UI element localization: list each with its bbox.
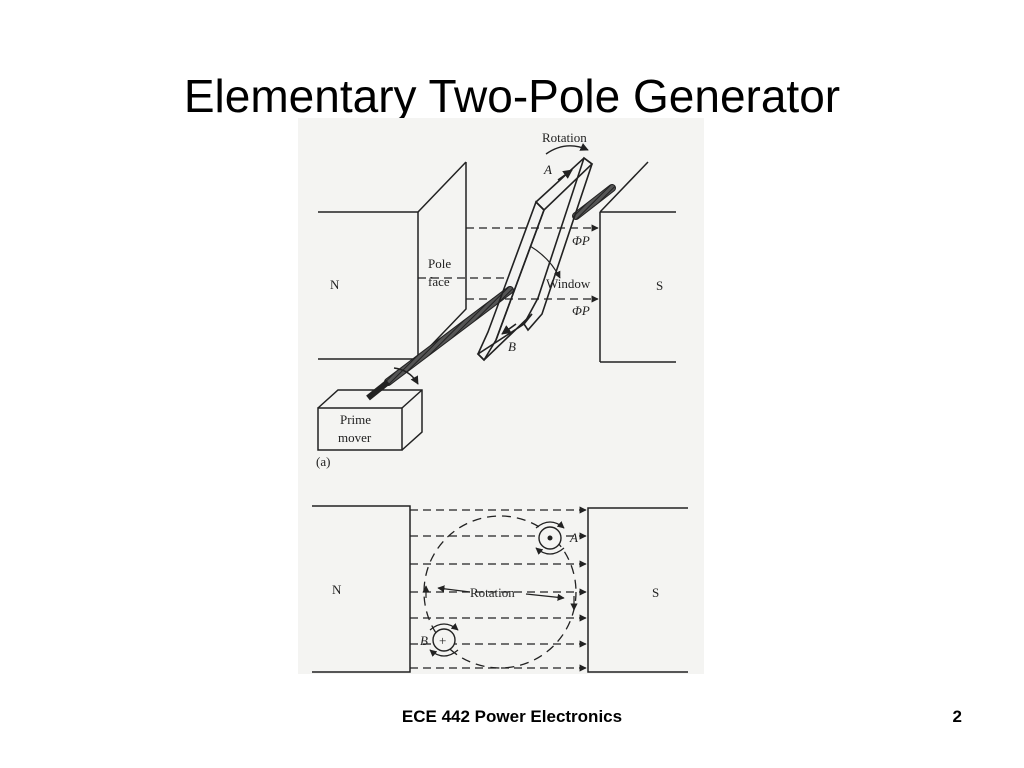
label-s-a: S <box>656 278 663 293</box>
label-prime-mover-1: Prime <box>340 412 371 427</box>
footer-course: ECE 442 Power Electronics <box>401 707 623 726</box>
generator-diagram: Rotation A ΦP Pole face Window N S ΦP B … <box>312 130 688 673</box>
window-arrow <box>529 245 561 279</box>
page-number: 2 <box>952 707 962 726</box>
rotation-circle <box>423 515 577 669</box>
rotation-arrow-shaft <box>393 367 419 385</box>
north-pole-block <box>318 161 467 360</box>
rotation-arrow-left <box>437 585 471 593</box>
conductor-a <box>535 521 565 555</box>
generator-figure: Rotation A ΦP Pole face Window N S ΦP B … <box>298 118 704 674</box>
label-rotation-b: Rotation <box>470 585 515 600</box>
label-prime-mover-2: mover <box>338 430 372 445</box>
label-window: Window <box>546 276 591 291</box>
symbol-plus: + <box>439 633 446 648</box>
label-n-a: N <box>330 277 340 292</box>
label-flux-top: ΦP <box>572 233 590 248</box>
label-flux-bottom: ΦP <box>572 303 590 318</box>
label-s-b: S <box>652 585 659 600</box>
label-pole-face-2: face <box>428 274 450 289</box>
rotation-arrow-top <box>545 143 589 155</box>
slide-title: Elementary Two-Pole Generator <box>183 70 841 122</box>
north-pole-block-b <box>312 505 411 673</box>
prime-mover-box <box>317 389 423 451</box>
rotor-shaft <box>366 184 616 401</box>
south-pole-block <box>599 161 676 363</box>
label-a-top: A <box>543 162 552 177</box>
label-b-a: B <box>508 339 516 354</box>
armature-coil <box>476 156 594 362</box>
flux-lines-a <box>418 224 599 303</box>
label-a-b: A <box>569 530 578 545</box>
caption-a: (a) <box>316 454 330 469</box>
label-rotation-a: Rotation <box>542 130 587 145</box>
label-n-b: N <box>332 582 342 597</box>
conductor-b <box>429 623 459 657</box>
label-b-b: B <box>420 633 428 648</box>
south-pole-block-b <box>587 507 688 673</box>
label-pole-face-1: Pole <box>428 256 451 271</box>
rotation-arrow-right <box>525 593 565 601</box>
slide-footer: ECE 442 Power Electronics 2 <box>0 707 1024 731</box>
